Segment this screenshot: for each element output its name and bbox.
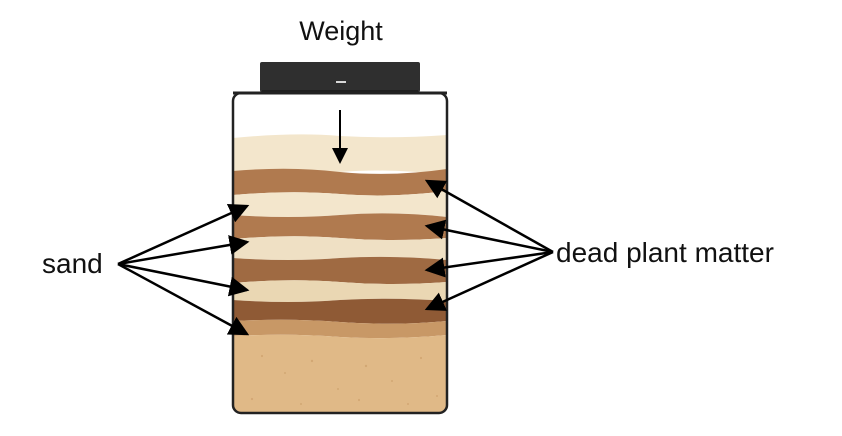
plant-layer-2 bbox=[233, 213, 447, 240]
dead-plant-arrows bbox=[424, 179, 554, 311]
plant-layer-4 bbox=[233, 298, 447, 324]
sand-layer-4 bbox=[233, 280, 447, 302]
sand-arrow-3 bbox=[117, 262, 250, 297]
bottom-sand-layer bbox=[233, 334, 447, 413]
sand-arrow-2 bbox=[117, 235, 250, 266]
transition-layer bbox=[233, 319, 447, 339]
plant-layer-1 bbox=[233, 168, 447, 196]
plant-layer-3 bbox=[233, 256, 447, 284]
plant-arrow-1 bbox=[424, 179, 554, 254]
sand-layer-3 bbox=[233, 236, 447, 260]
sand-texture bbox=[250, 354, 438, 405]
dead-plant-matter-label: dead plant matter bbox=[556, 237, 774, 268]
sand-arrow-1 bbox=[117, 204, 250, 266]
plant-arrow-3 bbox=[424, 250, 554, 278]
sand-arrow-4 bbox=[117, 262, 250, 336]
plant-arrow-2 bbox=[424, 219, 554, 254]
sand-layer-2 bbox=[233, 191, 447, 217]
plant-arrow-4 bbox=[424, 250, 554, 311]
sand-arrows bbox=[117, 204, 250, 336]
weight-label: Weight bbox=[299, 16, 383, 46]
sand-label: sand bbox=[42, 248, 103, 279]
